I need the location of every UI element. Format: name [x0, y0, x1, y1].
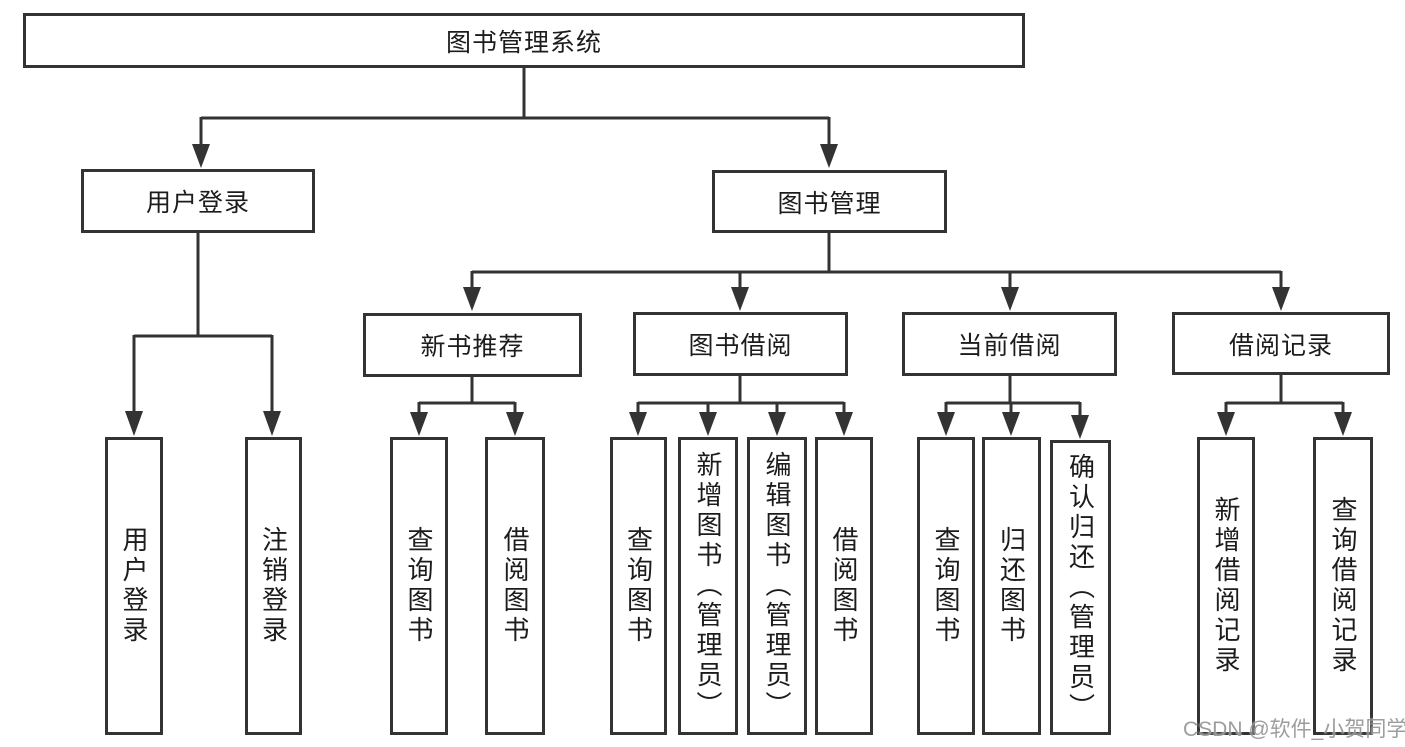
leaf-add-borrow-record: 新增借阅记录	[1197, 437, 1255, 735]
node-label: 图书管理系统	[445, 28, 602, 57]
leaf-add-books-admin: 新增图书（管理员）	[678, 437, 738, 735]
leaf-query-borrow-record: 查询借阅记录	[1313, 437, 1373, 735]
node-current-borrowing: 当前借阅	[902, 312, 1117, 376]
node-label: 当前借阅	[957, 332, 1062, 360]
node-label: 查询借阅记录	[1328, 496, 1358, 676]
node-label: 查询图书	[404, 526, 434, 646]
node-label: 借阅图书	[829, 526, 859, 646]
node-user-login: 用户登录	[81, 169, 315, 233]
node-new-book-recommendation: 新书推荐	[363, 313, 582, 377]
node-label: 图书借阅	[688, 332, 793, 360]
node-label: 归还图书	[996, 526, 1027, 646]
node-label: 编辑图书（管理员）	[762, 451, 792, 721]
leaf-edit-books-admin: 编辑图书（管理员）	[747, 437, 807, 735]
leaf-logout: 注销登录	[245, 437, 302, 735]
leaf-query-books: 查询图书	[917, 437, 975, 735]
node-label: 注销登录	[258, 526, 289, 646]
node-label: 图书管理	[777, 189, 882, 218]
node-label: 新书推荐	[420, 333, 525, 361]
leaf-return-books: 归还图书	[982, 437, 1041, 735]
node-label: 用户登录	[119, 526, 149, 646]
node-book-management: 图书管理	[712, 170, 947, 233]
node-label: 借阅图书	[500, 526, 530, 646]
csdn-watermark: CSDN @软件_小贺同学	[1183, 718, 1405, 741]
leaf-borrow-books: 借阅图书	[485, 437, 545, 735]
leaf-query-books: 查询图书	[610, 437, 667, 735]
node-label: 查询图书	[623, 526, 654, 646]
node-book-management-system: 图书管理系统	[23, 13, 1025, 68]
node-label: 用户登录	[145, 189, 250, 217]
node-label: 借阅记录	[1228, 331, 1333, 360]
leaf-confirm-return-admin: 确认归还（管理员）	[1050, 440, 1111, 735]
leaf-user-login: 用户登录	[105, 437, 163, 735]
node-book-borrowing: 图书借阅	[633, 312, 848, 376]
node-label: 查询图书	[931, 526, 961, 646]
node-label: 确认归还（管理员）	[1065, 452, 1096, 723]
node-label: 新增借阅记录	[1211, 496, 1241, 676]
node-label: 新增图书（管理员）	[693, 451, 723, 721]
leaf-borrow-books: 借阅图书	[815, 437, 873, 735]
node-borrowing-records: 借阅记录	[1172, 312, 1390, 375]
leaf-query-books: 查询图书	[390, 437, 448, 735]
